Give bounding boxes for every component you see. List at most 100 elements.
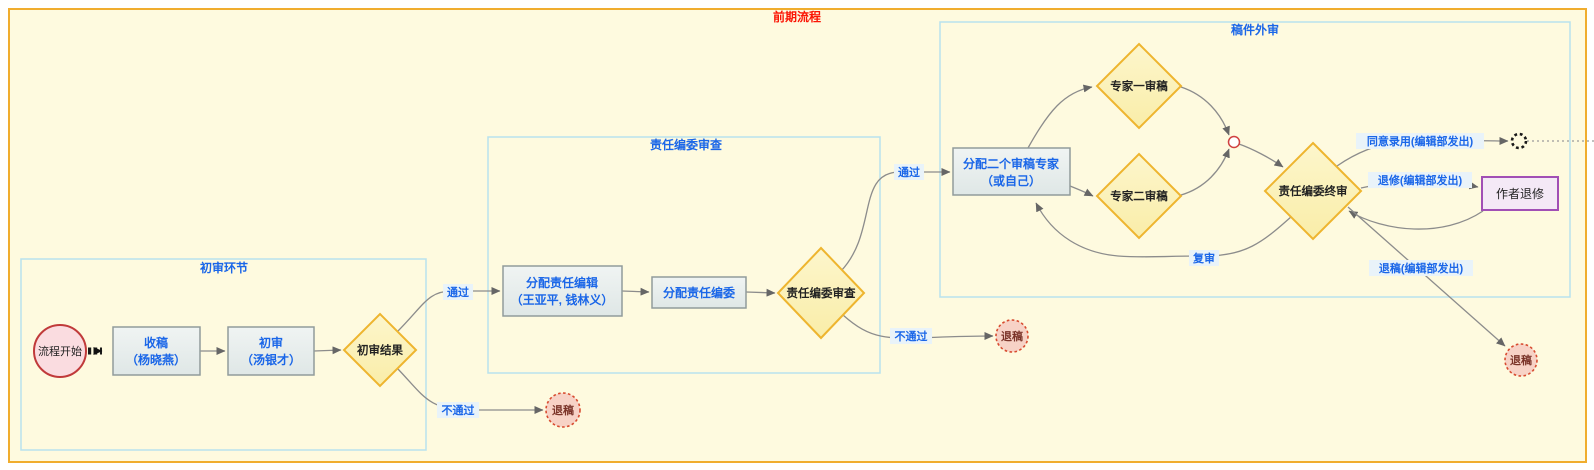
section-initial-label: 初审环节 (200, 260, 248, 275)
edge-label-accept: 同意录用(编辑部发出) (1356, 133, 1484, 149)
edge-assigneditor-assignboard (621, 287, 650, 296)
edge-label-text: 复审 (1192, 251, 1215, 265)
node-assign-experts: 分配二个审稿专家 （或自己） (952, 147, 1071, 196)
reject-final-circle (1504, 343, 1538, 377)
section-board-label: 责任编委审查 (650, 137, 723, 152)
node-start: 流程开始 (33, 324, 87, 378)
edge-assignexperts-expert1 (1027, 84, 1093, 149)
node-expert1: 专家一审稿 (1095, 42, 1183, 130)
reject-board-circle (995, 319, 1029, 353)
section-board-border (487, 136, 881, 374)
first-result-diamond (342, 312, 418, 388)
node-expert2: 专家二审稿 (1095, 152, 1183, 240)
edge-expert1-junction (1180, 86, 1230, 136)
node-author-revision: 作者退修 (1481, 176, 1559, 211)
assign-board-box (651, 276, 747, 309)
node-assign-experts-line2: （或自己） (981, 173, 1041, 188)
final-review-diamond (1263, 141, 1363, 241)
edge-assignboard-boardreview (745, 288, 776, 297)
merge-junction-circle (1227, 135, 1241, 149)
start-circle (33, 324, 87, 378)
assign-editor-box (502, 265, 623, 317)
node-reject-board: 退稿 (995, 319, 1029, 353)
assign-experts-box (952, 147, 1071, 196)
node-receive-line1: 收稿 (144, 335, 168, 350)
section-external-label: 稿件外审 (1231, 22, 1279, 37)
first-review-box (227, 326, 315, 376)
outer-frame (8, 8, 1587, 463)
edge-label-bg (1368, 172, 1472, 188)
node-assign-board-label: 分配责任编委 (663, 285, 736, 300)
edge-label-bg (1356, 133, 1484, 149)
node-merge-junction (1227, 135, 1241, 149)
edge-label-text: 退修(编辑部发出) (1378, 173, 1463, 187)
edge-label-text: 不通过 (895, 329, 928, 343)
edge-label-board-pass: 通过 (894, 164, 924, 180)
edge-boardreview-pass (840, 168, 951, 272)
node-start-label: 流程开始 (38, 344, 82, 358)
edge-rereview (1035, 202, 1293, 258)
receive-box (112, 326, 201, 376)
expert1-diamond (1095, 42, 1183, 130)
edge-label-reject: 退稿(编辑部发出) (1369, 260, 1473, 276)
edge-expert2-junction (1180, 148, 1230, 196)
page-title: 前期流程 (773, 9, 821, 24)
offpage-connector-circle (1510, 132, 1528, 150)
node-receive-line2: （杨晓燕） (126, 352, 186, 367)
edge-label-text: 通过 (898, 165, 920, 179)
edge-firstreview-result (313, 346, 342, 355)
section-board-review: 责任编委审查 (487, 136, 881, 374)
node-final-review-label: 责任编委终审 (1279, 184, 1348, 198)
node-first-review: 初审 （汤银才） (227, 326, 315, 376)
edge-label-initial-pass: 通过 (443, 284, 473, 300)
node-assign-board: 分配责任编委 (651, 276, 747, 309)
author-revision-box (1481, 176, 1559, 211)
node-reject-initial-label: 退稿 (552, 403, 574, 417)
node-expert1-label: 专家一审稿 (1110, 79, 1168, 93)
node-first-review-line1: 初审 (259, 335, 283, 350)
node-reject-initial: 退稿 (545, 392, 581, 428)
edge-assignexperts-expert2 (1069, 185, 1094, 197)
node-reject-board-label: 退稿 (1001, 329, 1023, 343)
node-assign-editor-line1: 分配责任编辑 (526, 275, 598, 290)
edge-label-bg (437, 402, 479, 418)
node-first-result: 初审结果 (342, 312, 418, 388)
node-board-review-label: 责任编委审查 (787, 286, 856, 300)
edge-label-text: 不通过 (442, 403, 475, 417)
node-assign-editor-line2: （王亚平, 钱林义） (511, 292, 614, 307)
edge-label-bg (894, 164, 924, 180)
edge-label-bg (1189, 250, 1219, 266)
edge-label-text: 退稿(编辑部发出) (1379, 261, 1464, 275)
node-first-review-line2: （汤银才） (241, 352, 301, 367)
node-final-review: 责任编委终审 (1263, 141, 1363, 241)
node-receive: 收稿 （杨晓燕） (112, 326, 201, 376)
expert2-diamond (1095, 152, 1183, 240)
edge-label-bg (1369, 260, 1473, 276)
node-assign-experts-line1: 分配二个审稿专家 (963, 156, 1060, 171)
edge-label-board-fail: 不通过 (890, 328, 932, 344)
edge-label-revise: 退修(编辑部发出) (1368, 172, 1472, 188)
edge-label-rereview: 复审 (1189, 250, 1219, 266)
node-reject-final: 退稿 (1504, 343, 1538, 377)
node-board-review: 责任编委审查 (776, 246, 866, 340)
node-expert2-label: 专家二审稿 (1110, 189, 1168, 203)
node-first-result-label: 初审结果 (357, 343, 403, 357)
node-assign-editor: 分配责任编辑 （王亚平, 钱林义） (502, 265, 623, 317)
edge-authorrevision-finalreview (1348, 210, 1484, 230)
edge-label-text: 通过 (447, 285, 469, 299)
section-external-border (939, 21, 1571, 298)
section-initial-border (20, 258, 427, 451)
edge-label-initial-fail: 不通过 (437, 402, 479, 418)
node-offpage-connector (1510, 132, 1528, 150)
edge-label-bg (890, 328, 932, 344)
edge-label-bg (443, 284, 473, 300)
edge-junction-finalreview (1238, 143, 1284, 168)
node-author-revision-label: 作者退修 (1496, 186, 1544, 201)
section-external-review: 稿件外审 (939, 21, 1571, 298)
board-review-diamond (776, 246, 866, 340)
section-initial-review: 初审环节 (20, 258, 427, 451)
edge-finalreview-reject (1347, 206, 1506, 347)
edge-label-text: 同意录用(编辑部发出) (1367, 134, 1474, 148)
